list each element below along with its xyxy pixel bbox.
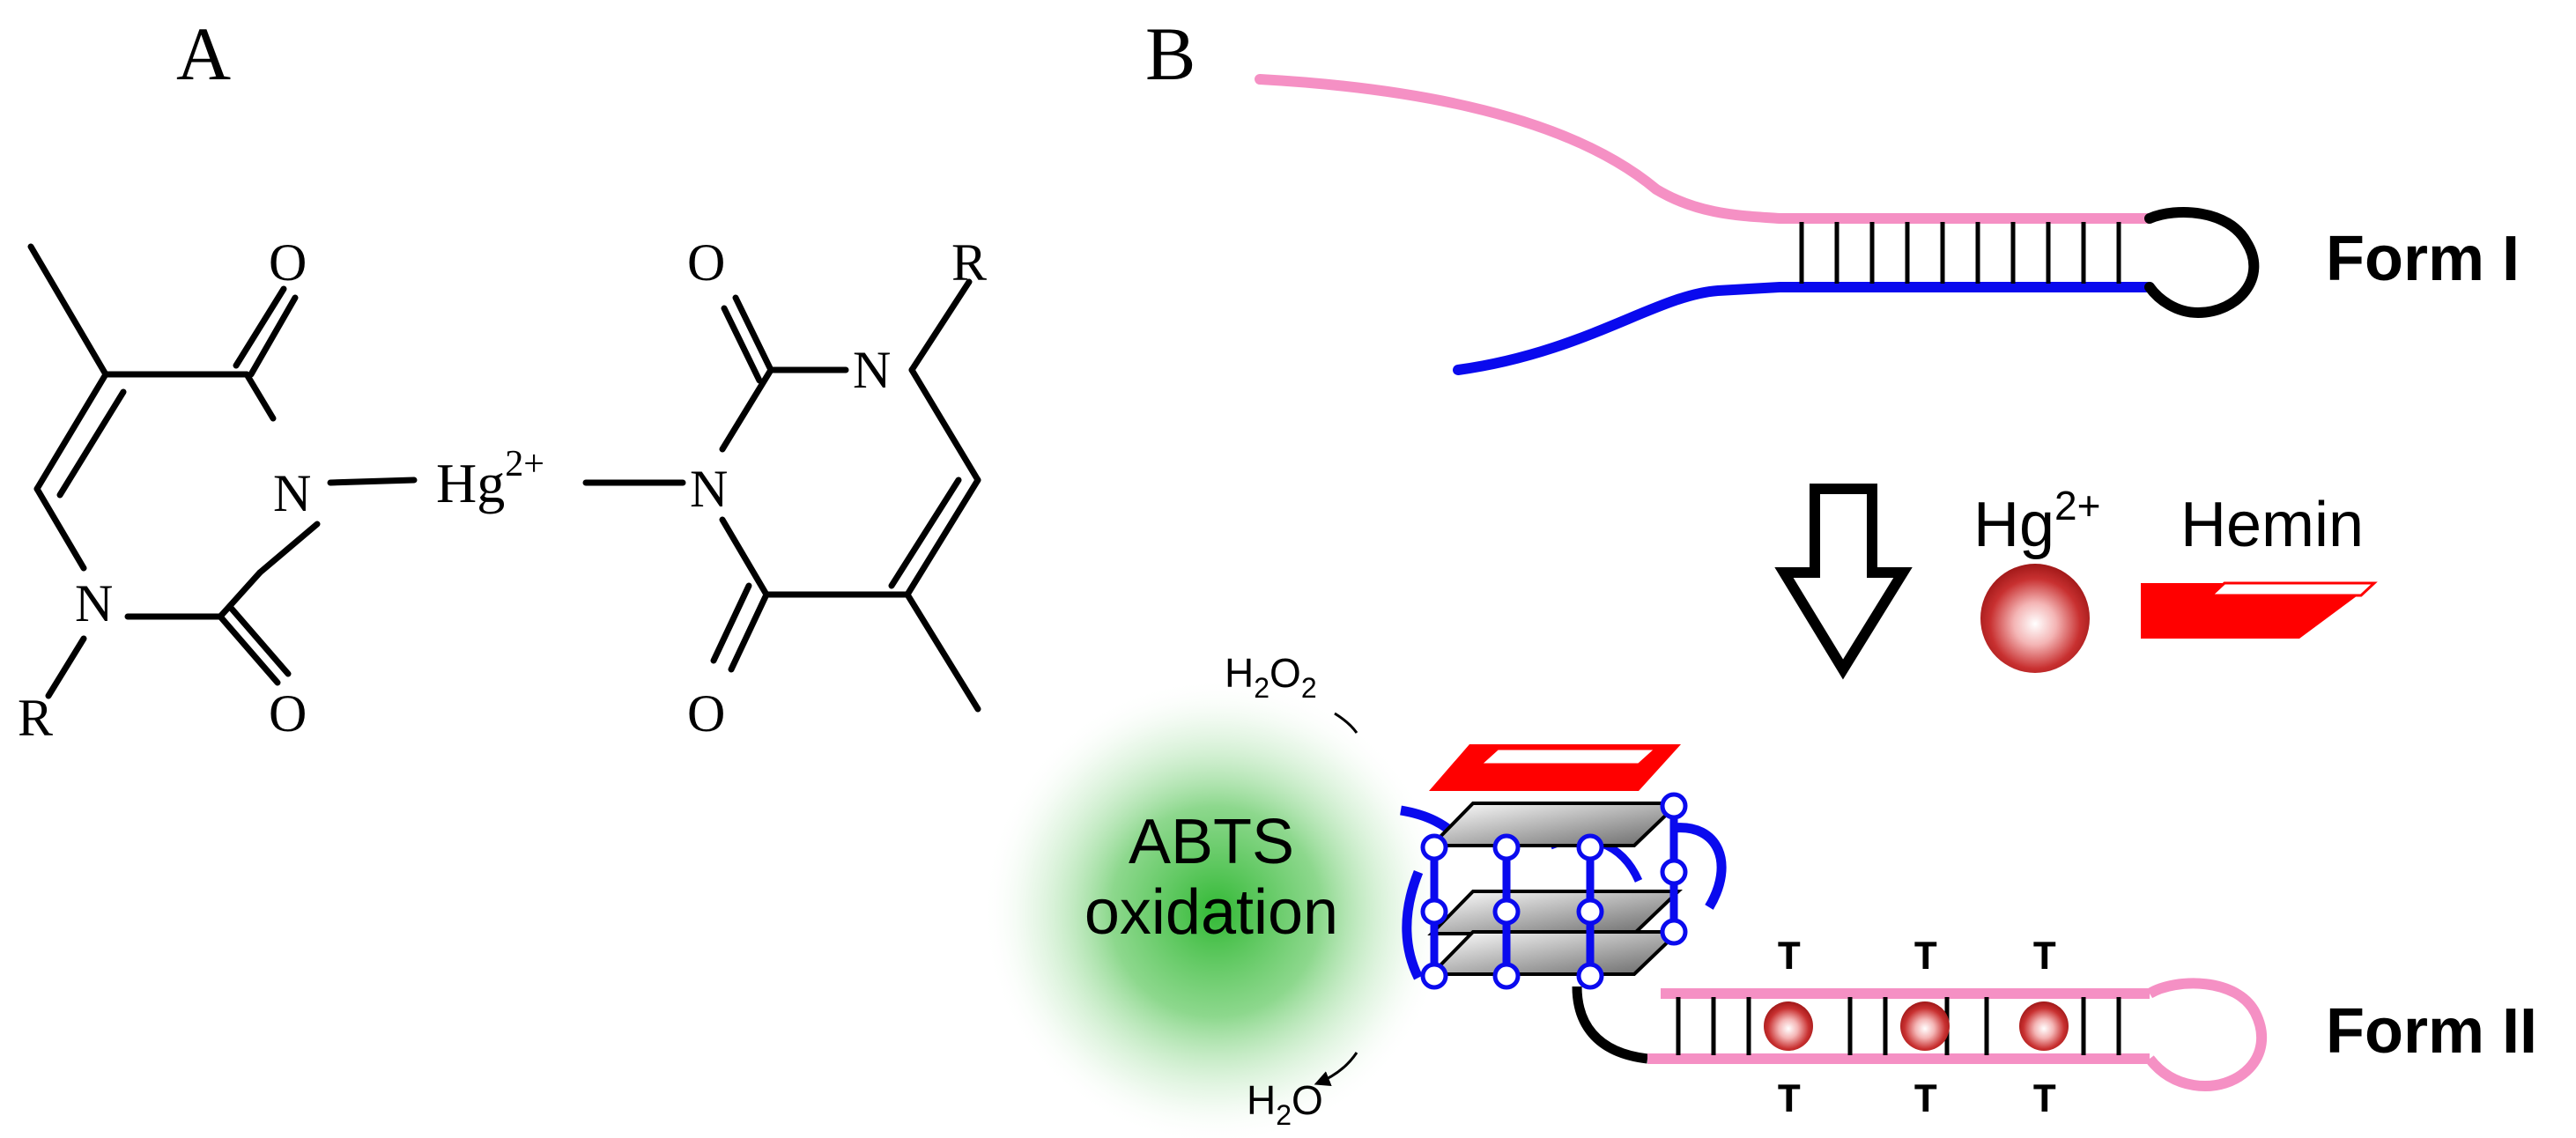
nitrogen-label: N — [75, 574, 113, 632]
base-pair-rungs — [1676, 997, 2121, 1055]
mercury-ion-label: Hg2+ — [436, 444, 544, 514]
hg-ion-label: Hg2+ — [1973, 483, 2101, 560]
hydrogen-peroxide-label: H2O2 — [1225, 650, 1317, 704]
panel-b-label: B — [1145, 11, 1195, 96]
form-2-label: Form II — [2326, 996, 2537, 1067]
transition-arrow — [1774, 484, 1913, 680]
oxygen-label: O — [269, 684, 307, 743]
abts-oxidation-glow — [982, 678, 1449, 1138]
r-group-label: R — [951, 233, 987, 292]
thymine-label-top: T — [1913, 935, 1938, 981]
hg-ion-sphere — [1900, 1001, 1950, 1051]
g-quadruplex — [1400, 744, 1727, 1064]
reaction-arrow-bottom — [1314, 1052, 1358, 1087]
hg-ion-sphere — [1764, 1001, 1813, 1051]
atom-labels-left: O N N O R — [18, 233, 311, 747]
abts-label-line-2: oxidation — [1084, 877, 1338, 948]
thymine-labels: T T T T T T — [1777, 935, 2057, 1124]
thymine-label-top: T — [2032, 935, 2057, 981]
thymine-label-top: T — [1777, 935, 1802, 981]
oxygen-label: O — [687, 684, 725, 743]
hg-ion-sphere — [1980, 564, 2090, 673]
panel-a-label: A — [176, 11, 231, 96]
oxygen-label: O — [687, 233, 725, 292]
thymine-label-bottom: T — [1913, 1078, 1938, 1124]
hemin-plate-icon — [2141, 581, 2378, 639]
form-2-hairpin — [1647, 978, 2267, 1092]
r-group-label: R — [18, 689, 53, 747]
water-label: H2O — [1247, 1077, 1323, 1131]
nitrogen-label: N — [853, 341, 891, 399]
form-1-hairpin — [1255, 74, 2260, 375]
base-pair-rungs — [1799, 222, 2121, 284]
reaction-arc-top — [1334, 712, 1358, 734]
oxygen-label: O — [269, 233, 307, 292]
nitrogen-label: N — [690, 460, 728, 518]
form-1-label: Form I — [2326, 224, 2520, 294]
hemin-label: Hemin — [2180, 490, 2364, 560]
thymine-label-bottom: T — [1777, 1078, 1802, 1124]
nitrogen-label: N — [273, 464, 311, 522]
atom-labels-right: O R N N O — [687, 233, 987, 743]
thymine-hg-thymine-structure — [27, 243, 981, 713]
abts-label-line-1: ABTS — [1129, 807, 1294, 877]
hg-ion-sphere — [2019, 1001, 2069, 1051]
thymine-label-bottom: T — [2032, 1078, 2057, 1124]
